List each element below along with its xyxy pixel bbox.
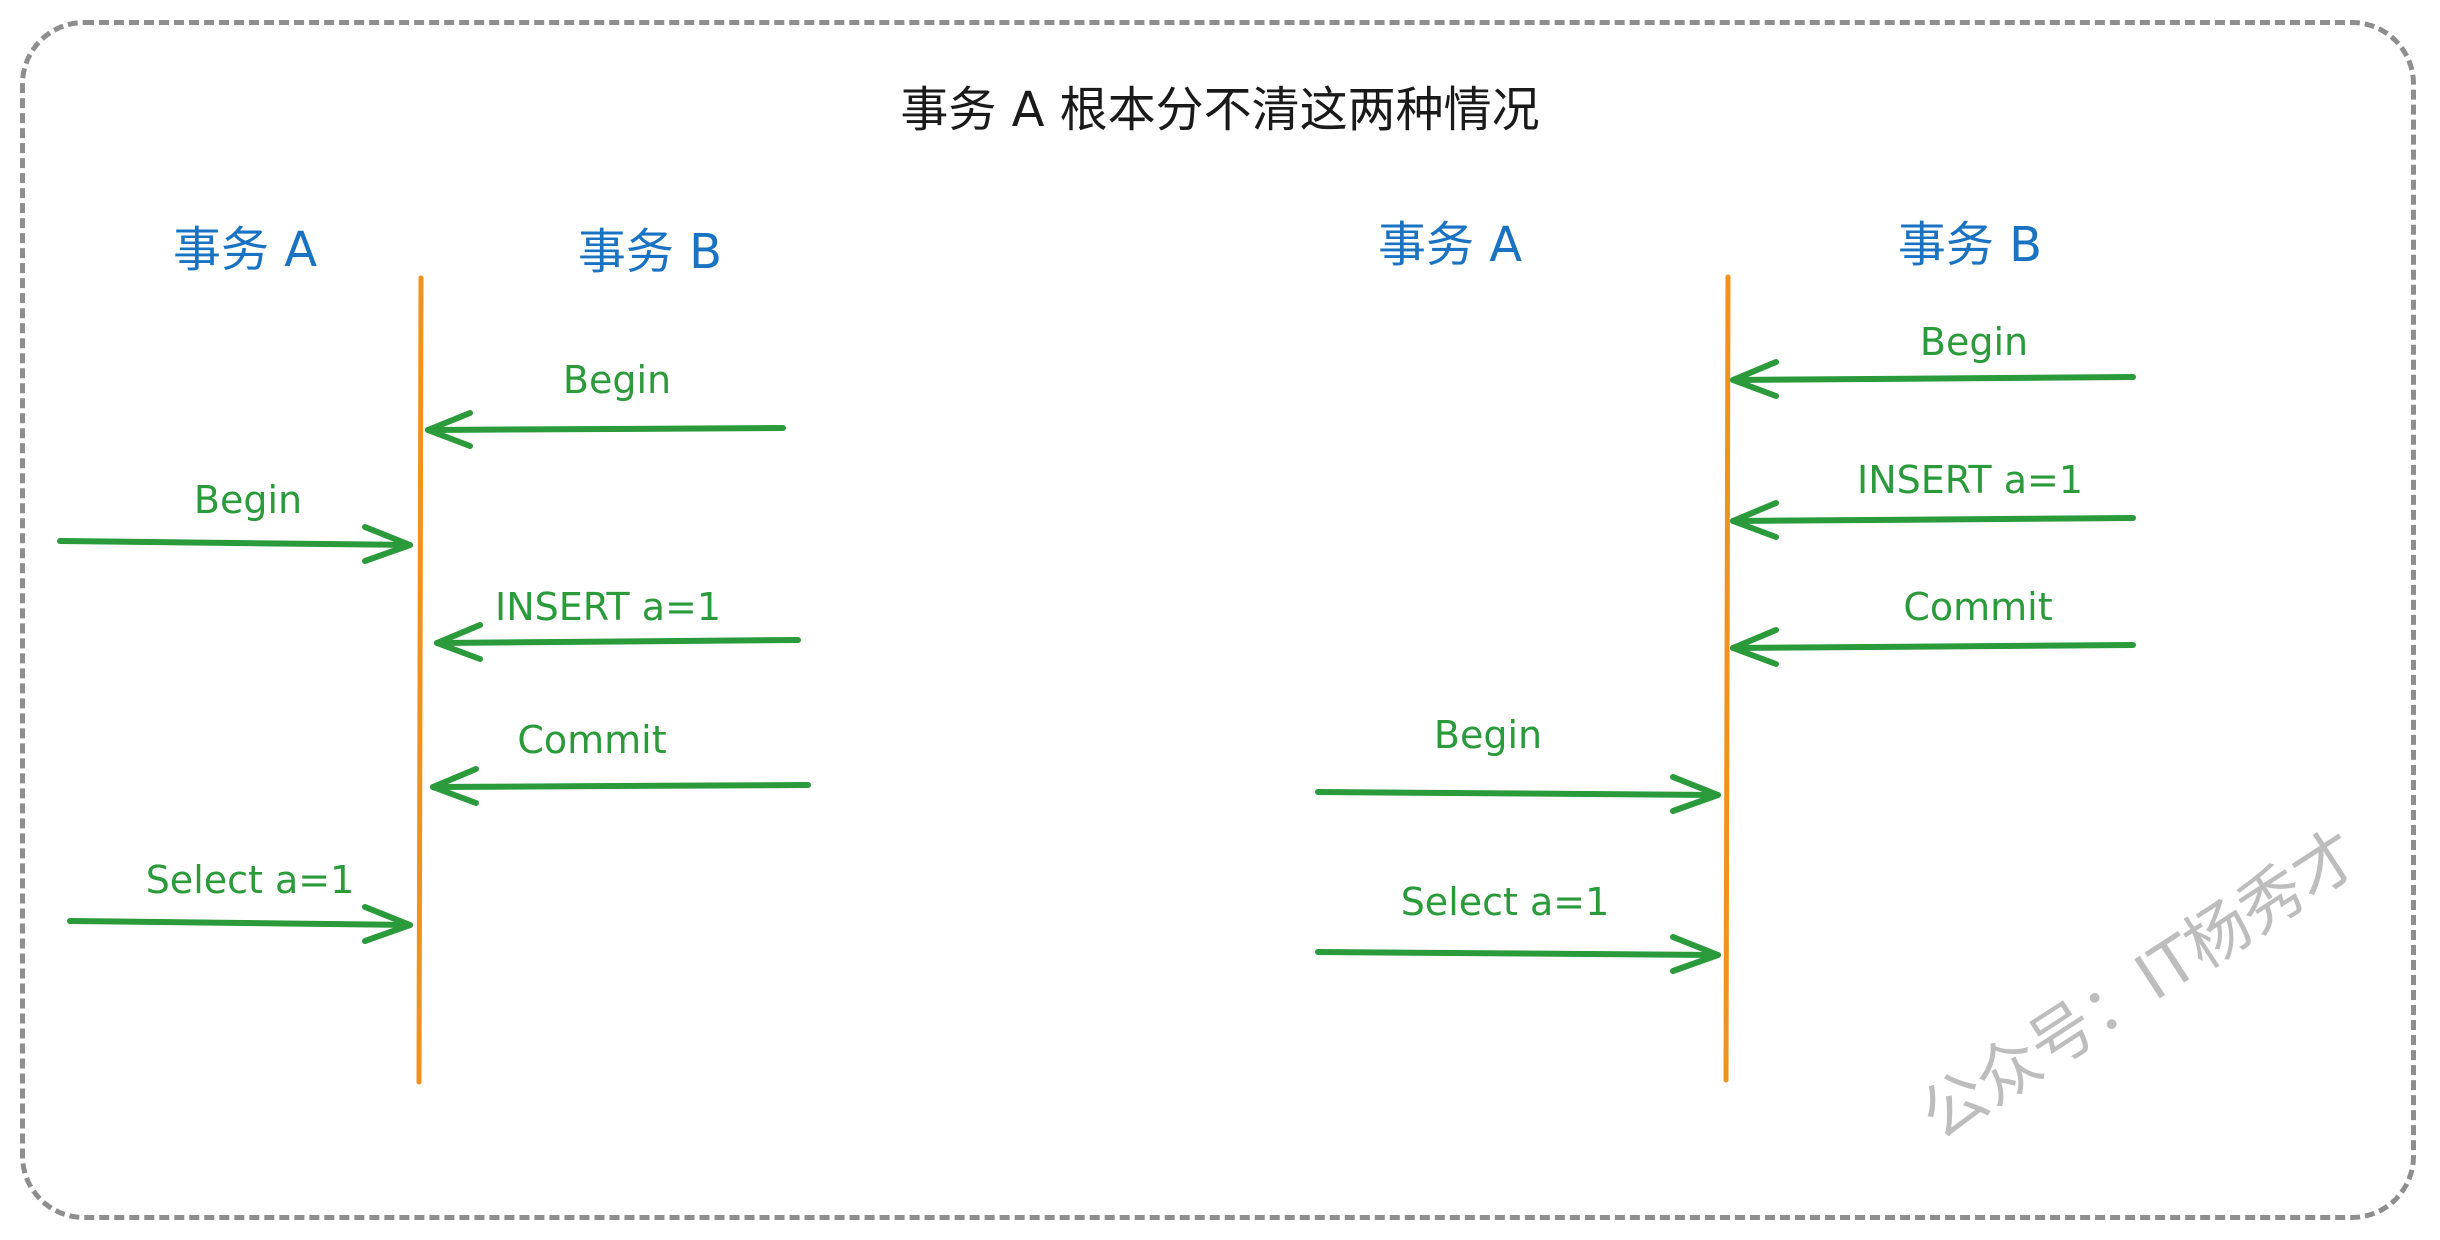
right-b-commit-arrow (1730, 627, 2136, 667)
right-b-insert-label: INSERT a=1 (1857, 458, 2083, 502)
left-timeline (416, 275, 424, 1085)
left-a-select-arrow (67, 904, 413, 944)
left-b-commit-label: Commit (517, 718, 667, 762)
right-a-begin-label: Begin (1433, 713, 1543, 757)
right-a-select-arrow (1315, 934, 1721, 974)
right-b-begin-label: Begin (1919, 320, 2029, 364)
right-b-insert-arrow (1730, 500, 2136, 540)
left-header-transaction-b: 事务 B (577, 224, 723, 280)
left-b-begin-label: Begin (562, 358, 672, 402)
left-b-commit-arrow (430, 766, 811, 806)
right-b-begin-arrow (1730, 359, 2136, 399)
left-a-select-label: Select a=1 (145, 858, 355, 902)
left-header-transaction-a: 事务 A (172, 222, 318, 278)
diagram-title: 事务 A 根本分不清这两种情况 (900, 82, 1540, 138)
right-header-transaction-a: 事务 A (1377, 217, 1523, 273)
right-header-transaction-b: 事务 B (1897, 217, 2043, 273)
left-b-begin-arrow (425, 410, 786, 449)
left-b-insert-arrow (434, 622, 801, 662)
left-b-insert-label: INSERT a=1 (495, 585, 721, 629)
right-timeline (1723, 274, 1731, 1083)
dashed-frame (20, 20, 2416, 1220)
right-a-begin-arrow (1315, 774, 1721, 814)
left-a-begin-arrow (57, 524, 413, 564)
right-b-commit-label: Commit (1903, 585, 2053, 629)
left-a-begin-label: Begin (193, 478, 303, 522)
right-a-select-label: Select a=1 (1400, 880, 1610, 924)
